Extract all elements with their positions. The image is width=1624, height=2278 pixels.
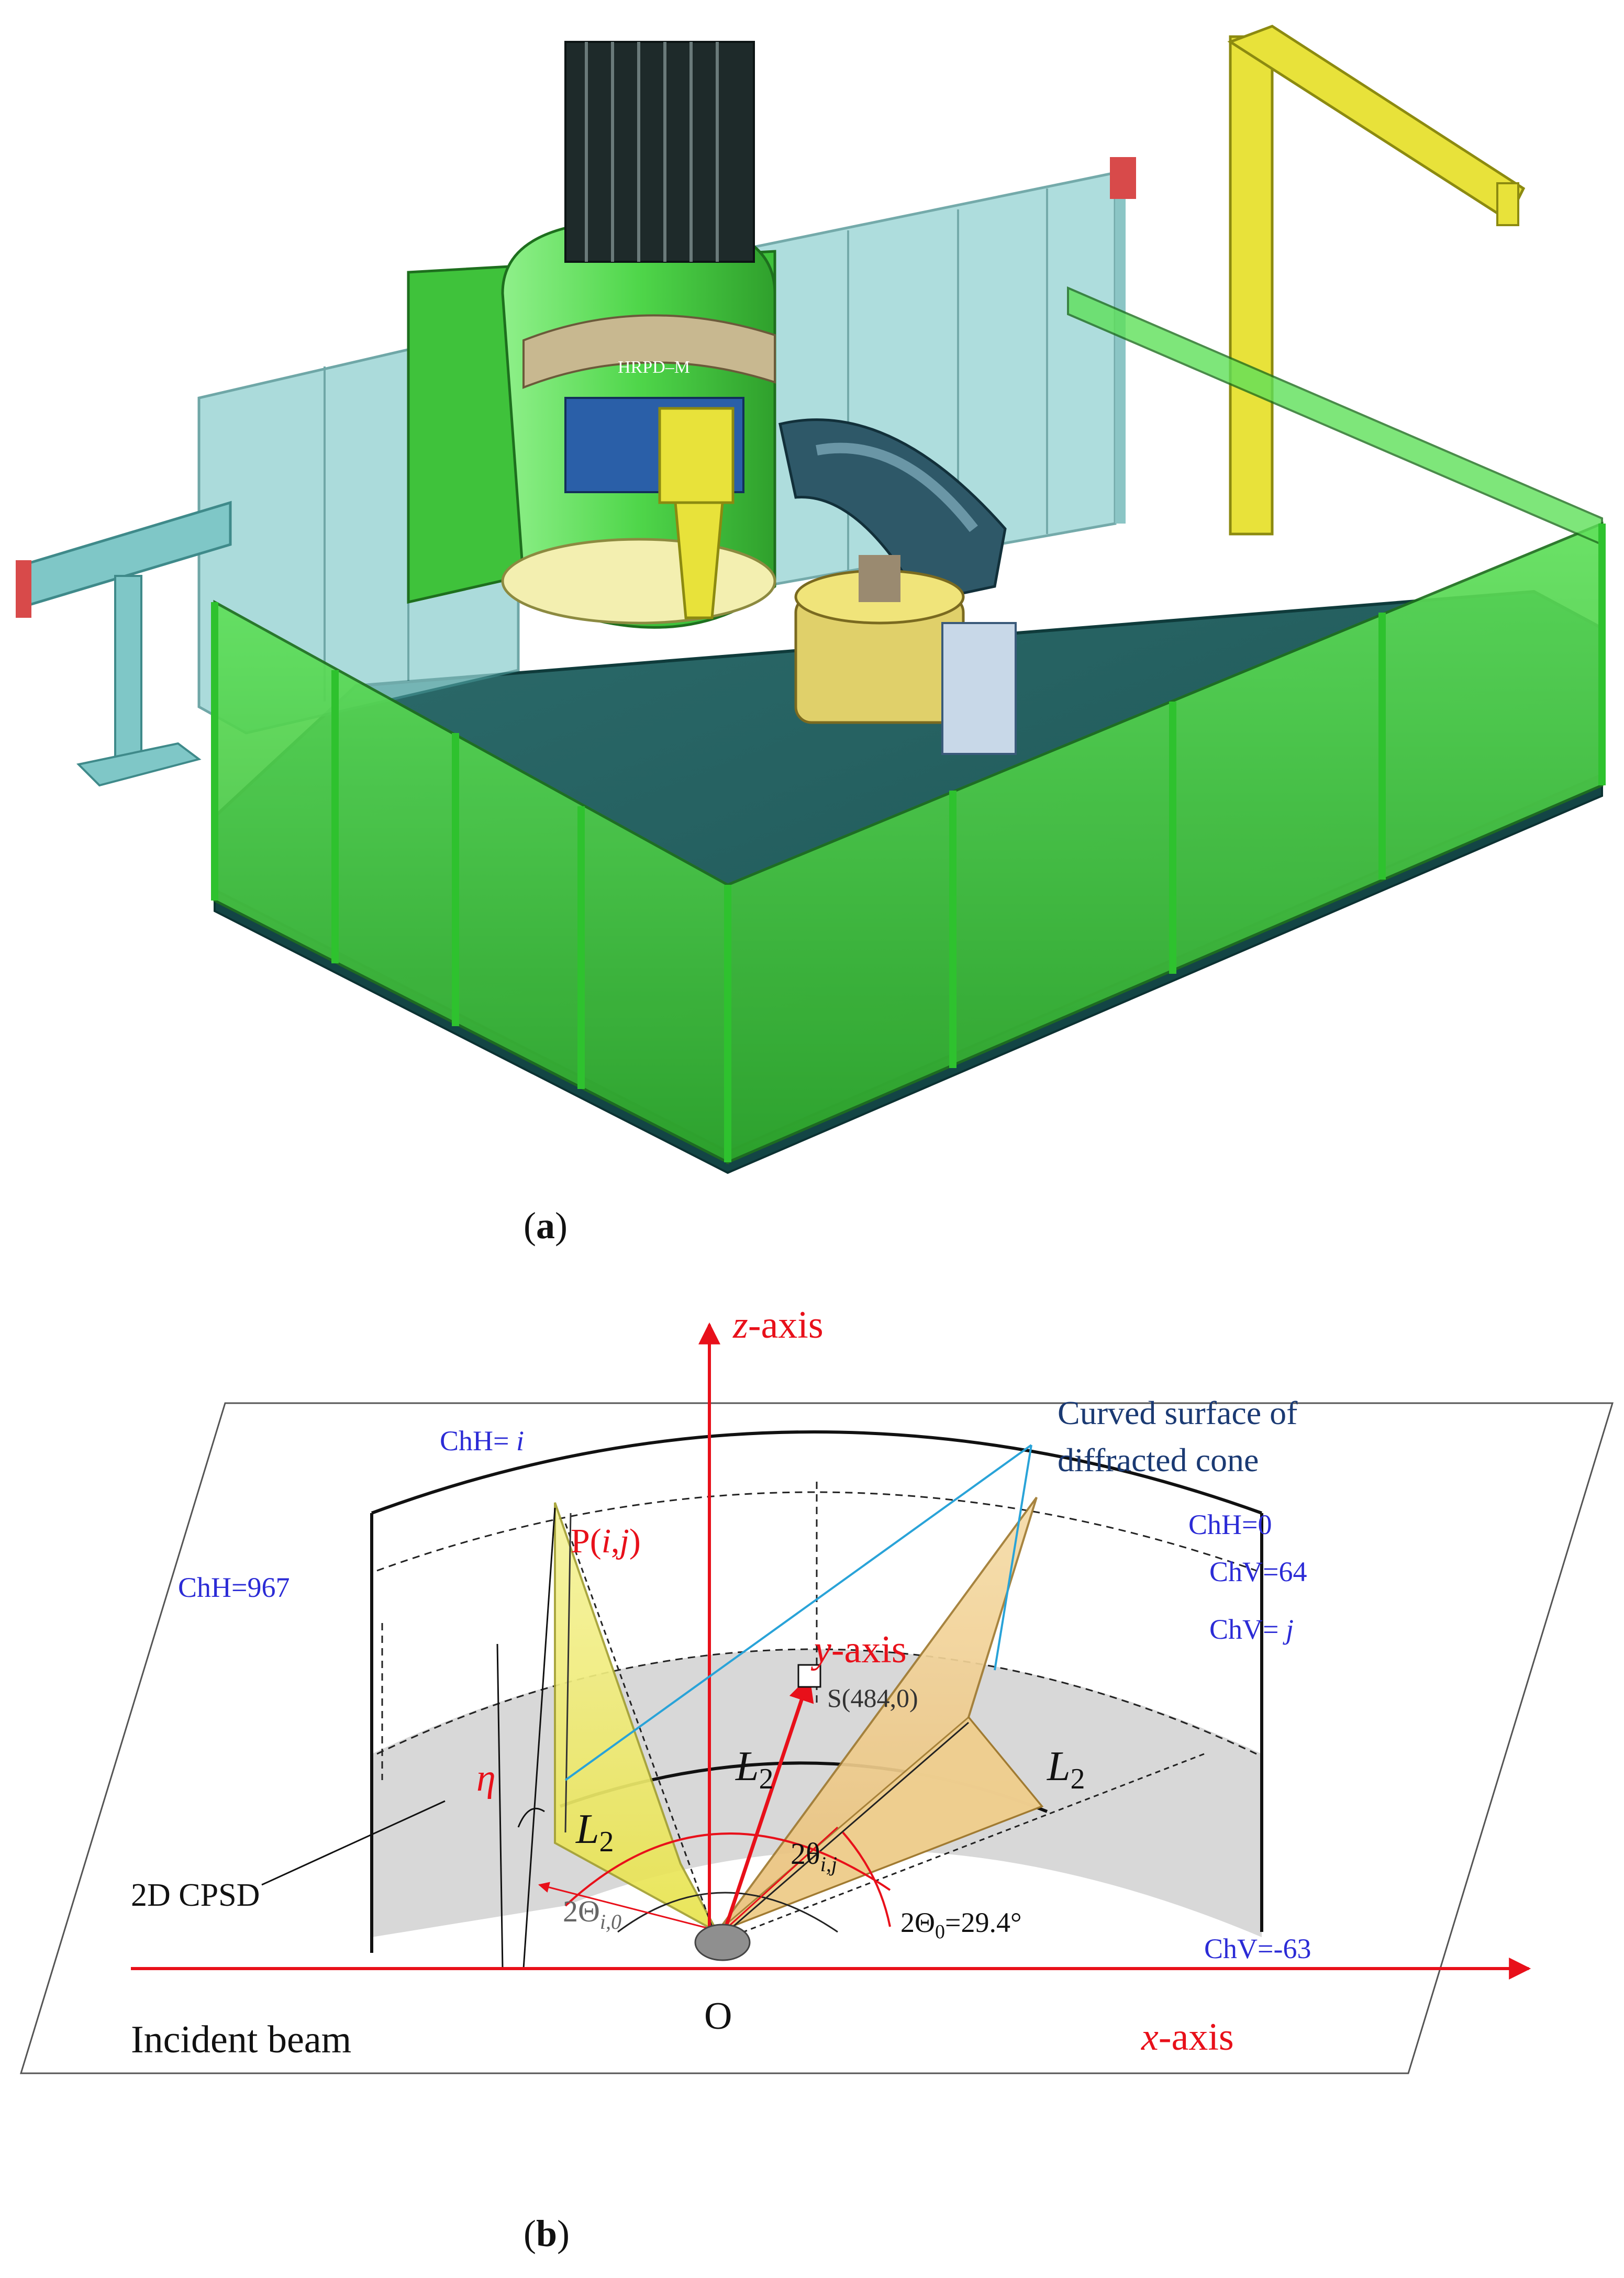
l2-center-symbol: L: [735, 1743, 759, 1790]
x-axis-suffix: -axis: [1159, 2016, 1234, 2059]
cone-callout-line1: Curved surface of: [1058, 1394, 1298, 1431]
arc-two-Theta-0: [842, 1831, 891, 1927]
chv-j-label: ChV= j: [1209, 1614, 1294, 1645]
z-axis-label: z-axis: [732, 1304, 824, 1347]
cone-right-ray: [732, 1721, 969, 1928]
y-axis-line: [720, 1675, 814, 1938]
l2-right-symbol: L: [1047, 1743, 1071, 1790]
z-axis-italic: z: [732, 1304, 748, 1347]
point-s-label: S(484,0): [827, 1683, 918, 1713]
cone-right-ray-dashed: [743, 1753, 1205, 1933]
origin-marker: [694, 1924, 751, 1961]
l2-left-label: L2: [575, 1806, 614, 1858]
point-p-sep: ,: [611, 1522, 620, 1560]
cone-callout-line2: diffracted cone: [1058, 1441, 1259, 1479]
z-axis-suffix: -axis: [748, 1304, 824, 1347]
ray-two-Theta-0: [721, 1826, 839, 1933]
left-beam-pipe: [16, 501, 232, 787]
two-Theta-0-label: 2Θ0=29.4°: [900, 1907, 1022, 1943]
panel-b-diagram: z-axis y-axis x-axis O Incident beam 2D …: [19, 1304, 1614, 2074]
cone-right-orange-lower: [717, 1716, 1043, 1933]
chv-0-dashed-arc: [376, 1648, 1257, 1755]
chv-64-label: ChV=64: [1209, 1556, 1307, 1587]
machine-label: HRPD–M: [618, 358, 690, 377]
sample-stage: [794, 555, 1017, 755]
caption-b-close: ): [557, 2213, 570, 2254]
sample-point-marker: [797, 1664, 821, 1688]
l2-right-label: L2: [1047, 1743, 1085, 1795]
chv-64-dashed-arc: [376, 1491, 1257, 1572]
origin-label: O: [704, 1995, 732, 2038]
x-axis-italic: x: [1141, 2016, 1159, 2059]
l2-right-sub: 2: [1071, 1763, 1085, 1795]
caption-a: (a): [524, 1205, 568, 1247]
chv-j-italic: j: [1283, 1614, 1294, 1645]
two-Theta-i0-sub: i,0: [600, 1910, 621, 1933]
two-Theta-0-main: 2Θ: [900, 1907, 935, 1938]
caption-b-open: (: [524, 2213, 536, 2254]
two-theta-ij-sub: i,j: [820, 1852, 837, 1876]
yellow-crane: [1110, 25, 1526, 536]
detector-label: 2D CPSD: [131, 1877, 260, 1913]
y-axis-italic: y: [810, 1628, 831, 1671]
arc-analyzer: [778, 418, 1007, 604]
detector-callout-line: [261, 1800, 446, 1886]
point-p-prefix: P(: [571, 1522, 602, 1560]
arc-two-theta-ij: [564, 1832, 891, 1907]
panel-a-illustration: HRPD–M: [16, 25, 1606, 1174]
eta-line-2: [522, 1507, 556, 1969]
caption-a-close: ): [555, 1205, 568, 1247]
caption-b: (b): [524, 2213, 570, 2254]
eta-label: η: [476, 1757, 496, 1799]
callout-line-right: [994, 1444, 1032, 1671]
detector-tubes: [564, 41, 755, 493]
point-p-suffix: ): [629, 1522, 641, 1560]
x-axis-label: x-axis: [1141, 2016, 1234, 2059]
sample-arm: [658, 407, 735, 619]
green-fence: [211, 286, 1606, 1165]
l2-left-symbol: L: [575, 1806, 599, 1852]
detector-top-arc: [371, 1430, 1263, 1515]
point-p-i: i: [602, 1522, 611, 1560]
y-axis-label: y-axis: [810, 1628, 907, 1671]
caption-a-letter: a: [536, 1205, 555, 1247]
ray-two-theta-ij: [538, 1882, 723, 1933]
chh-i-prefix: ChH=: [440, 1425, 516, 1457]
arc-two-Theta-i0: [617, 1892, 838, 1933]
chh-0-label: ChH=0: [1188, 1509, 1272, 1540]
two-Theta-i0-main: 2Θ: [563, 1894, 600, 1928]
chv-m63-label: ChV=-63: [1204, 1933, 1311, 1964]
caption-b-letter: b: [536, 2213, 557, 2254]
l2-center-label: L2: [735, 1743, 774, 1795]
eta-callout: [517, 1807, 545, 1828]
callout-line-left: [564, 1444, 1032, 1781]
l2-center-sub: 2: [759, 1763, 774, 1795]
chh-967-label: ChH=967: [178, 1572, 290, 1603]
two-theta-ij-main: 2θ: [791, 1837, 820, 1871]
eta-line-1: [496, 1643, 504, 1969]
two-Theta-0-sub: 0: [935, 1921, 945, 1943]
chv-j-prefix: ChV=: [1209, 1614, 1286, 1645]
point-p-label: P(i,j): [571, 1522, 641, 1560]
y-axis-suffix: -axis: [831, 1628, 907, 1671]
caption-a-open: (: [524, 1205, 536, 1247]
l2-left-sub: 2: [599, 1826, 614, 1858]
incident-beam-label: Incident beam: [131, 2018, 351, 2061]
two-theta-ij-label: 2θi,j: [791, 1837, 837, 1876]
chh-i-label: ChH= i: [440, 1425, 524, 1457]
two-Theta-i0-label: 2Θi,0: [563, 1894, 621, 1933]
chh-i-italic: i: [516, 1425, 524, 1457]
two-Theta-0-value: =29.4°: [945, 1907, 1022, 1938]
